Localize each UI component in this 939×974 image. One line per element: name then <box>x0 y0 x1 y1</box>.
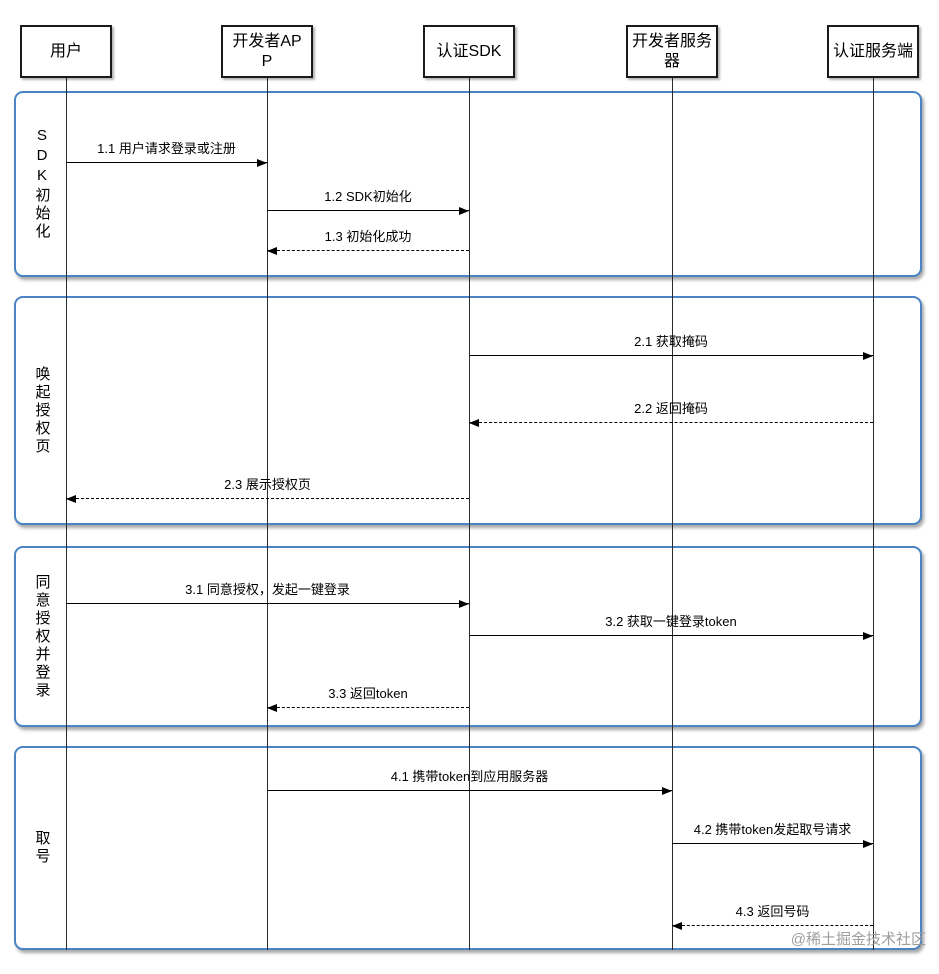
frame-invoke-auth-page <box>14 296 922 525</box>
message-2-2: 2.2 返回掩码 <box>469 400 873 427</box>
actor-user: 用户 <box>20 25 112 78</box>
message-3-2-label: 3.2 获取一键登录token <box>605 614 737 629</box>
message-4-1-label: 4.1 携带token到应用服务器 <box>390 769 549 784</box>
lifeline-auth-server <box>873 78 874 950</box>
message-2-1-label: 2.1 获取掩码 <box>634 334 708 349</box>
message-3-2-arrow <box>469 632 873 640</box>
arrowhead-right-icon <box>863 840 873 848</box>
actor-developer-app: 开发者APP <box>221 25 313 78</box>
message-3-3: 3.3 返回token <box>267 685 469 712</box>
message-2-2-arrow <box>469 419 873 427</box>
message-1-1-arrow <box>66 159 267 167</box>
phase-label-invoke-auth-page: 唤起授权页 <box>33 365 51 456</box>
phase-label-agree-and-login: 同意授权并登录 <box>33 573 51 700</box>
arrowhead-right-icon <box>863 632 873 640</box>
phase-label-get-number: 取号 <box>33 830 51 866</box>
arrowhead-right-icon <box>459 600 469 608</box>
message-3-2: 3.2 获取一键登录token <box>469 613 873 640</box>
message-4-2-arrow <box>672 840 873 848</box>
frame-sdk-init <box>14 91 922 277</box>
message-1-3: 1.3 初始化成功 <box>267 228 469 255</box>
arrowhead-left-icon <box>267 247 277 255</box>
message-4-2: 4.2 携带token发起取号请求 <box>672 821 873 848</box>
lifeline-user <box>66 78 67 950</box>
message-3-1-arrow <box>66 600 469 608</box>
message-4-1-arrow <box>267 787 672 795</box>
message-4-3: 4.3 返回号码 <box>672 903 873 930</box>
message-1-2-label: 1.2 SDK初始化 <box>324 189 412 204</box>
actor-auth-server: 认证服务端 <box>827 25 919 78</box>
lifeline-developer-server <box>672 78 673 950</box>
message-4-3-label: 4.3 返回号码 <box>735 904 810 919</box>
message-3-1-label: 3.1 同意授权，发起一键登录 <box>185 582 350 597</box>
message-3-3-arrow <box>267 704 469 712</box>
arrowhead-right-icon <box>459 207 469 215</box>
message-2-3: 2.3 展示授权页 <box>66 476 469 503</box>
arrowhead-left-icon <box>469 419 479 427</box>
message-4-1: 4.1 携带token到应用服务器 <box>267 768 672 795</box>
message-1-2: 1.2 SDK初始化 <box>267 188 469 215</box>
actor-auth-sdk: 认证SDK <box>423 25 515 78</box>
phase-label-sdk-init: SDK初始化 <box>33 127 51 241</box>
message-1-3-label: 1.3 初始化成功 <box>324 229 412 244</box>
message-4-3-arrow <box>672 922 873 930</box>
arrowhead-left-icon <box>66 495 76 503</box>
message-2-3-label: 2.3 展示授权页 <box>224 477 311 492</box>
message-1-1: 1.1 用户请求登录或注册 <box>66 140 267 167</box>
message-1-3-arrow <box>267 247 469 255</box>
message-2-3-arrow <box>66 495 469 503</box>
message-1-2-arrow <box>267 207 469 215</box>
message-4-2-label: 4.2 携带token发起取号请求 <box>693 822 852 837</box>
message-3-3-label: 3.3 返回token <box>328 686 408 701</box>
message-2-1-arrow <box>469 352 873 360</box>
lifeline-auth-sdk <box>469 78 470 950</box>
arrowhead-right-icon <box>863 352 873 360</box>
watermark: @稀土掘金技术社区 <box>790 931 926 948</box>
arrowhead-left-icon <box>672 922 682 930</box>
actor-developer-server: 开发者服务器 <box>626 25 718 78</box>
arrowhead-left-icon <box>267 704 277 712</box>
frame-get-number <box>14 746 922 950</box>
lifeline-developer-app <box>267 78 268 950</box>
message-1-1-label: 1.1 用户请求登录或注册 <box>97 141 236 156</box>
arrowhead-right-icon <box>662 787 672 795</box>
message-2-2-label: 2.2 返回掩码 <box>634 401 708 416</box>
message-2-1: 2.1 获取掩码 <box>469 333 873 360</box>
arrowhead-right-icon <box>257 159 267 167</box>
frame-agree-and-login <box>14 546 922 727</box>
message-3-1: 3.1 同意授权，发起一键登录 <box>66 581 469 608</box>
